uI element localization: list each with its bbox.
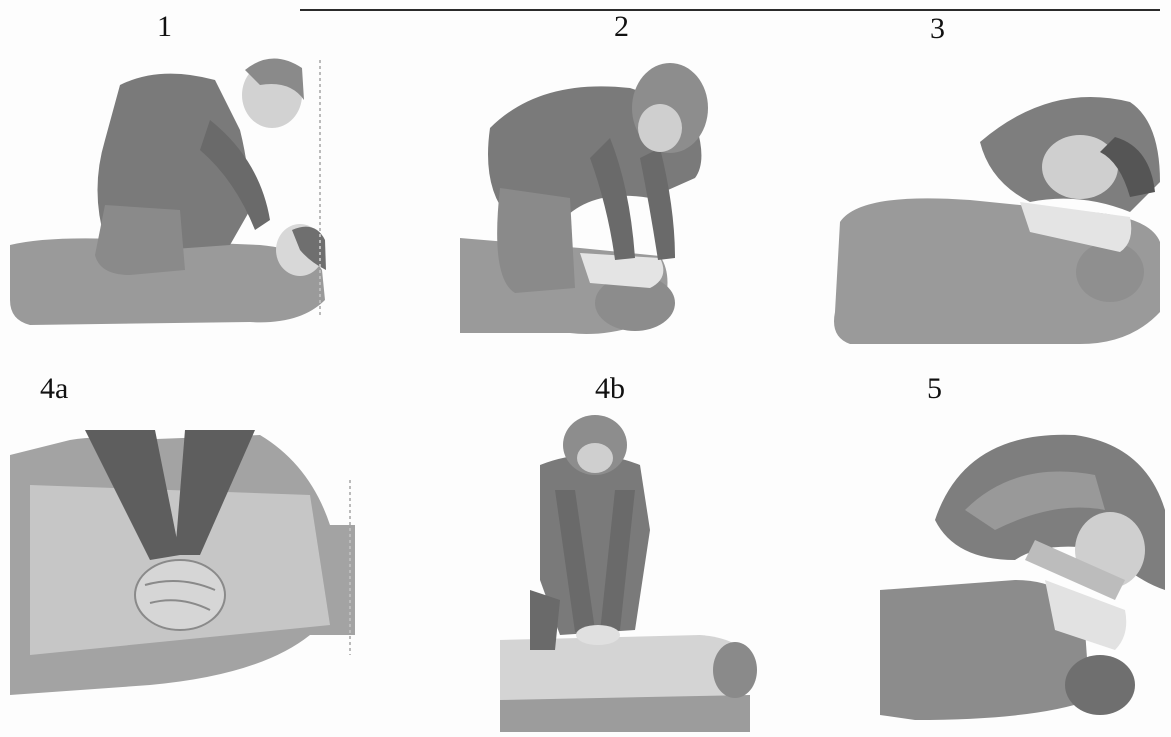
rescuer-gives-breath-tilted-head-icon — [875, 430, 1170, 720]
panel-label-5: 5 — [927, 374, 942, 404]
rescuer-gives-rescue-breath-icon — [830, 82, 1170, 350]
rescuer-locates-hand-position-icon — [460, 48, 720, 338]
top-rule-divider — [300, 9, 1160, 11]
panel-label-2: 2 — [614, 12, 629, 42]
hands-on-chest-closeup-icon — [10, 425, 355, 697]
chest-compression-front-view-icon — [500, 410, 770, 732]
panel-label-3: 3 — [930, 14, 945, 44]
panel-label-4a: 4a — [40, 374, 68, 404]
rescuer-checks-breathing-icon — [10, 40, 330, 330]
panel-label-4b: 4b — [595, 374, 625, 404]
panel-label-1: 1 — [157, 12, 172, 42]
